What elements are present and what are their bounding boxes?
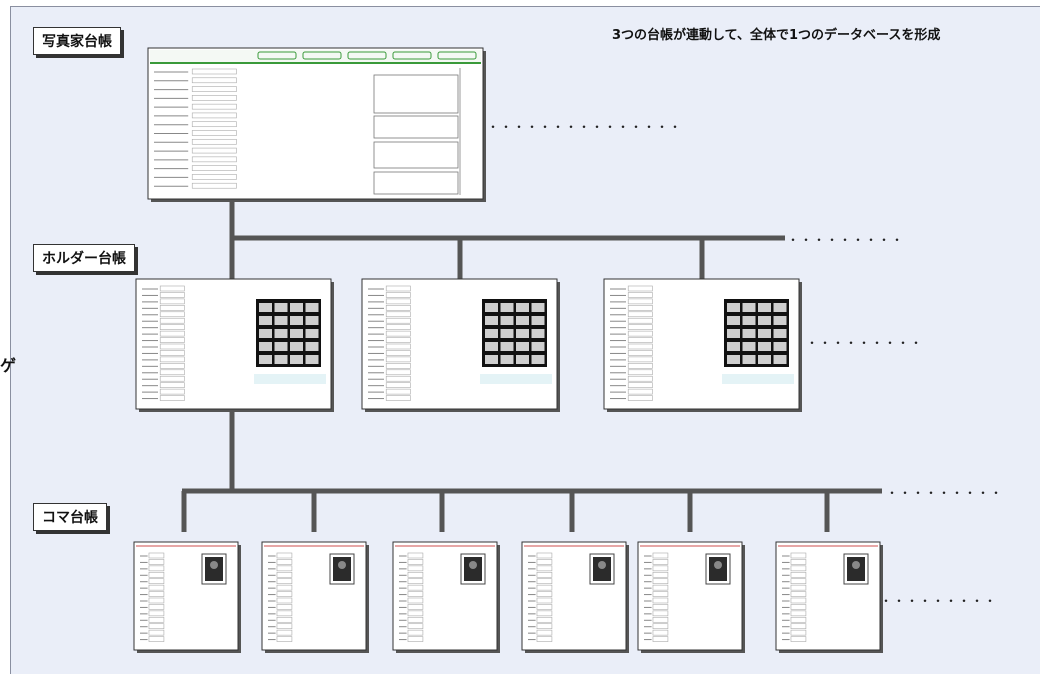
holder-record-thumbnail-3[interactable] bbox=[603, 278, 802, 412]
continuation-dots-top: ・・・・・・・・・・・・・・・ bbox=[487, 120, 682, 134]
photographer-record-thumbnail[interactable] bbox=[147, 47, 486, 202]
frame-record-thumbnail-1[interactable] bbox=[133, 541, 241, 653]
frame-record-thumbnail-4[interactable] bbox=[521, 541, 629, 653]
frame-record-thumbnail-2[interactable] bbox=[261, 541, 369, 653]
tier-label-holder: ホルダー台帳 bbox=[33, 244, 135, 272]
holder-record-thumbnail-2[interactable] bbox=[361, 278, 560, 412]
continuation-dots-frame-row: ・・・・・・・・・ bbox=[880, 594, 997, 608]
frame-record-thumbnail-3[interactable] bbox=[392, 541, 500, 653]
frame-record-thumbnail-5[interactable] bbox=[637, 541, 745, 653]
holder-record-thumbnail-1[interactable] bbox=[135, 278, 334, 412]
frame-record-thumbnail-6[interactable] bbox=[775, 541, 883, 653]
tier-label-photographer: 写真家台帳 bbox=[33, 27, 121, 55]
continuation-dots-frame-bus: ・・・・・・・・・ bbox=[886, 486, 1003, 500]
edge-fragment: ゲ bbox=[0, 356, 17, 375]
continuation-dots-holder-row: ・・・・・・・・・ bbox=[806, 336, 923, 350]
diagram-headline: 3つの台帳が連動して、全体で1つのデータベースを形成 bbox=[612, 28, 941, 43]
continuation-dots-holder-bus: ・・・・・・・・・ bbox=[787, 233, 904, 247]
tier-label-frame: コマ台帳 bbox=[33, 503, 107, 531]
